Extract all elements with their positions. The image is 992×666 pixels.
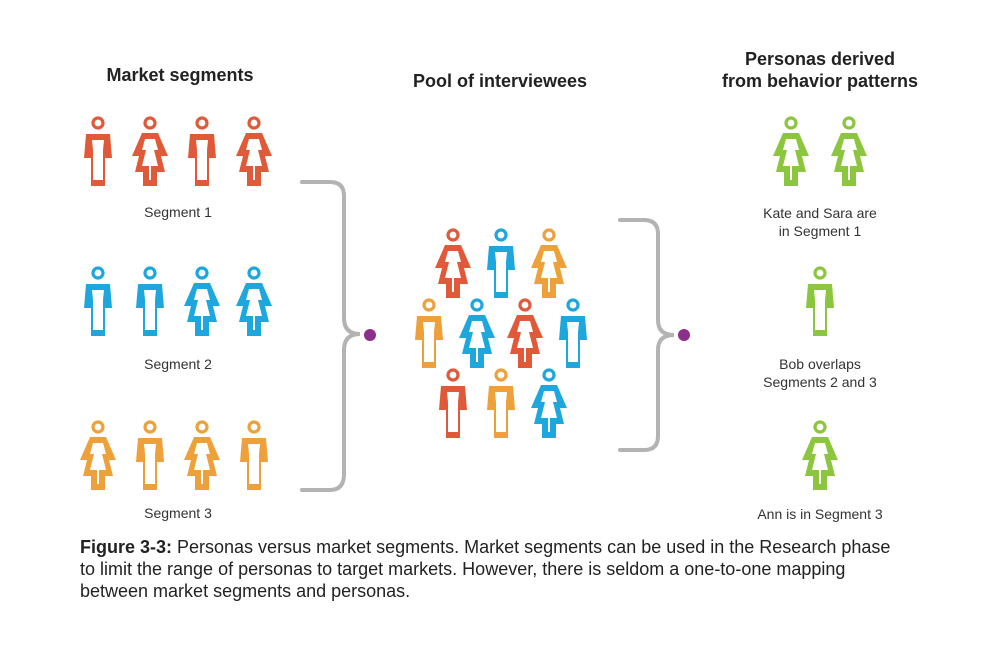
caption-text: Personas versus market segments. Market … bbox=[80, 537, 891, 601]
person-female-icon bbox=[78, 420, 118, 492]
segment-3-group bbox=[78, 420, 270, 492]
person-female-icon bbox=[529, 228, 569, 300]
person-female-icon bbox=[529, 368, 569, 440]
person-male-icon bbox=[82, 116, 114, 188]
person-male-icon bbox=[437, 368, 469, 440]
pool-group bbox=[413, 228, 589, 440]
segment-1-group bbox=[82, 116, 274, 188]
right-bracket-dot bbox=[678, 329, 690, 341]
person-male-icon bbox=[485, 368, 517, 440]
person-male-icon bbox=[186, 116, 218, 188]
person-female-icon bbox=[505, 298, 545, 370]
segment-2-group bbox=[82, 266, 274, 338]
heading-pool-of-interviewees: Pool of interviewees bbox=[412, 71, 588, 91]
person-male-icon bbox=[485, 228, 517, 300]
person-male-icon bbox=[557, 298, 589, 370]
persona-label-ann: Ann is in Segment 3 bbox=[757, 506, 883, 522]
persona-label-kate-sara: Kate and Sara are in Segment 1 bbox=[763, 205, 877, 239]
persona-ann-icon bbox=[800, 420, 840, 492]
figure-caption: Figure 3-3: Personas versus market segme… bbox=[80, 536, 910, 602]
segment-2-label: Segment 2 bbox=[144, 356, 212, 372]
person-male-icon bbox=[134, 420, 166, 492]
heading-market-segments: Market segments bbox=[106, 65, 254, 85]
figure-label: Figure 3-3: bbox=[80, 537, 173, 557]
segment-3-label: Segment 3 bbox=[144, 505, 212, 521]
person-male-icon bbox=[82, 266, 114, 338]
person-male-icon bbox=[134, 266, 166, 338]
person-female-icon bbox=[234, 266, 274, 338]
persona-bob-icon bbox=[804, 266, 836, 338]
person-female-icon bbox=[182, 266, 222, 338]
right-bracket bbox=[618, 218, 675, 452]
person-male-icon bbox=[413, 298, 445, 370]
heading-personas: Personas derived from behavior patterns bbox=[721, 49, 919, 91]
persona-kate-icon bbox=[771, 116, 811, 188]
person-male-icon bbox=[238, 420, 270, 492]
person-female-icon bbox=[457, 298, 497, 370]
person-female-icon bbox=[130, 116, 170, 188]
persona-sara-icon bbox=[829, 116, 869, 188]
person-female-icon bbox=[433, 228, 473, 300]
person-female-icon bbox=[234, 116, 274, 188]
segment-1-label: Segment 1 bbox=[144, 204, 212, 220]
person-female-icon bbox=[182, 420, 222, 492]
left-bracket-dot bbox=[364, 329, 376, 341]
left-bracket bbox=[300, 180, 361, 492]
persona-label-bob: Bob overlaps Segments 2 and 3 bbox=[763, 356, 877, 390]
personas-group bbox=[771, 116, 869, 492]
diagram-canvas bbox=[78, 116, 869, 492]
